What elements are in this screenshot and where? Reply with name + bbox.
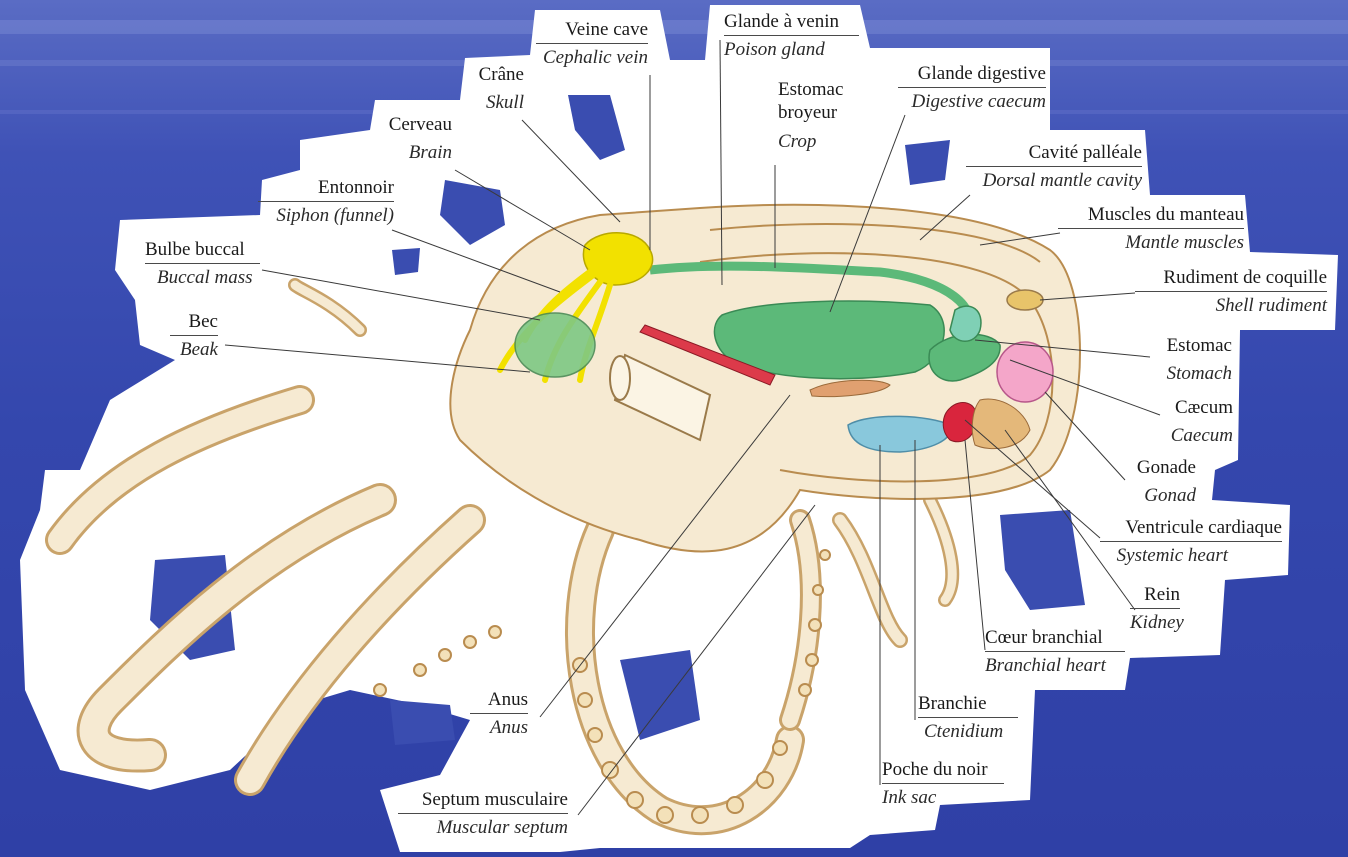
buccal-mass [515, 313, 595, 377]
label-bec: Bec Beak [170, 312, 218, 359]
label-gonade: Gonade Gonad [1118, 458, 1196, 505]
label-veine-cave-fr: Veine cave [536, 20, 648, 39]
label-crane-fr: Crâne [460, 65, 524, 84]
label-cerveau-en: Brain [368, 143, 452, 162]
label-gonade-fr: Gonade [1118, 458, 1196, 477]
label-cavite-palleale-en: Dorsal mantle cavity [966, 171, 1142, 190]
caecum [950, 306, 981, 341]
label-estomac-broyeur-fr2: broyeur [778, 103, 863, 122]
label-bulbe-buccal-fr: Bulbe buccal [145, 240, 260, 259]
label-glande-venin-en: Poison gland [724, 40, 859, 59]
label-entonnoir-en: Siphon (funnel) [258, 206, 394, 225]
label-rule [966, 166, 1142, 167]
siphon-opening [610, 356, 630, 400]
label-rule [145, 263, 260, 264]
label-gonade-en: Gonad [1118, 486, 1196, 505]
label-anus-fr: Anus [470, 690, 528, 709]
label-veine-cave: Veine cave Cephalic vein [536, 20, 648, 67]
label-estomac-en: Stomach [1148, 364, 1232, 383]
label-muscles-manteau-en: Mantle muscles [1058, 233, 1244, 252]
label-bulbe-buccal-en: Buccal mass [145, 268, 260, 287]
label-rein: Rein Kidney [1130, 585, 1180, 632]
label-bulbe-buccal: Bulbe buccal Buccal mass [145, 240, 260, 287]
label-branchie-fr: Branchie [918, 694, 1018, 713]
label-glande-venin: Glande à venin Poison gland [724, 12, 859, 59]
label-bec-fr: Bec [170, 312, 218, 331]
label-poche-noir-fr: Poche du noir [882, 760, 1004, 779]
label-glande-venin-fr: Glande à venin [724, 12, 859, 31]
label-rudiment-coquille-en: Shell rudiment [1135, 296, 1327, 315]
label-rule [1058, 228, 1244, 229]
label-caecum-fr: Cæcum [1155, 398, 1233, 417]
label-branchie: Branchie Ctenidium [918, 694, 1018, 741]
label-rule [898, 87, 1046, 88]
label-coeur-branchial-fr: Cœur branchial [985, 628, 1125, 647]
label-glande-digestive-en: Digestive caecum [898, 92, 1046, 111]
label-rule [724, 35, 859, 36]
label-rule [918, 717, 1018, 718]
label-poche-noir: Poche du noir Ink sac [882, 760, 1004, 807]
label-rule [985, 651, 1125, 652]
label-rule [1130, 608, 1180, 609]
label-branchie-en: Ctenidium [918, 722, 1018, 741]
label-septum: Septum musculaire Muscular septum [398, 790, 568, 837]
label-rule [882, 783, 1004, 784]
label-coeur-branchial-en: Branchial heart [985, 656, 1125, 675]
label-ventricule-en: Systemic heart [1100, 546, 1282, 565]
card-hole-3 [392, 248, 420, 275]
label-entonnoir-fr: Entonnoir [258, 178, 394, 197]
shell-rudiment [1007, 290, 1043, 310]
label-rule [536, 43, 648, 44]
label-ventricule: Ventricule cardiaque Systemic heart [1100, 518, 1282, 565]
label-bec-en: Beak [170, 340, 218, 359]
label-ventricule-fr: Ventricule cardiaque [1100, 518, 1282, 537]
label-glande-digestive: Glande digestive Digestive caecum [898, 64, 1046, 111]
card-hole-4 [905, 140, 950, 185]
label-estomac-fr: Estomac [1148, 336, 1232, 355]
label-cavite-palleale-fr: Cavité palléale [966, 143, 1142, 162]
label-rudiment-coquille: Rudiment de coquille Shell rudiment [1135, 268, 1327, 315]
label-estomac-broyeur-fr1: Estomac [778, 80, 863, 99]
label-septum-en: Muscular septum [398, 818, 568, 837]
label-anus-en: Anus [470, 718, 528, 737]
label-poche-noir-en: Ink sac [882, 788, 1004, 807]
label-cerveau-fr: Cerveau [368, 115, 452, 134]
label-estomac-broyeur: Estomac broyeur Crop [778, 80, 863, 151]
label-estomac: Estomac Stomach [1148, 336, 1232, 383]
label-cavite-palleale: Cavité palléale Dorsal mantle cavity [966, 143, 1142, 190]
card-hole-7 [390, 700, 455, 745]
label-rule [470, 713, 528, 714]
label-septum-fr: Septum musculaire [398, 790, 568, 809]
label-rudiment-coquille-fr: Rudiment de coquille [1135, 268, 1327, 287]
label-rule [1100, 541, 1282, 542]
label-crane: Crâne Skull [460, 65, 524, 112]
label-rule [170, 335, 218, 336]
gonad [997, 342, 1053, 402]
label-cerveau: Cerveau Brain [368, 115, 452, 162]
label-rule [398, 813, 568, 814]
label-muscles-manteau: Muscles du manteau Mantle muscles [1058, 205, 1244, 252]
label-estomac-broyeur-en: Crop [778, 132, 863, 151]
label-veine-cave-en: Cephalic vein [536, 48, 648, 67]
label-crane-en: Skull [460, 93, 524, 112]
label-rule [1135, 291, 1327, 292]
label-rein-fr: Rein [1130, 585, 1180, 604]
label-muscles-manteau-fr: Muscles du manteau [1058, 205, 1244, 224]
label-rein-en: Kidney [1130, 613, 1180, 632]
label-coeur-branchial: Cœur branchial Branchial heart [985, 628, 1125, 675]
label-caecum-en: Caecum [1155, 426, 1233, 445]
label-glande-digestive-fr: Glande digestive [898, 64, 1046, 83]
label-entonnoir: Entonnoir Siphon (funnel) [258, 178, 394, 225]
label-caecum: Cæcum Caecum [1155, 398, 1233, 445]
label-anus: Anus Anus [470, 690, 528, 737]
label-rule [258, 201, 394, 202]
